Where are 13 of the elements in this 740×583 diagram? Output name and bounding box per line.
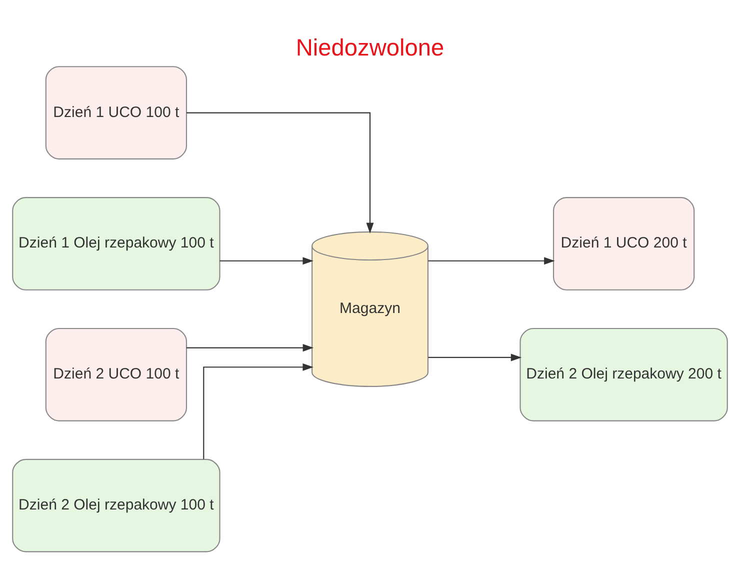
- arrow: [428, 353, 522, 361]
- node-box: Dzień 1 Olej rzepakowy 100 t: [12, 196, 220, 290]
- arrow: [203, 362, 314, 459]
- node-box: Dzień 1 UCO 100 t: [45, 66, 188, 159]
- arrow: [186, 112, 374, 233]
- arrow: [428, 256, 555, 264]
- diagram-title: Niedozwolone: [296, 34, 444, 61]
- node-box: Dzień 2 Olej rzepakowy 100 t: [12, 458, 220, 552]
- node-box: Dzień 2 UCO 100 t: [45, 327, 188, 421]
- arrow: [186, 344, 314, 352]
- arrow: [220, 256, 314, 264]
- node-box: Dzień 1 UCO 200 t: [552, 196, 695, 290]
- node-box: Dzień 2 Olej rzepakowy 200 t: [520, 327, 728, 421]
